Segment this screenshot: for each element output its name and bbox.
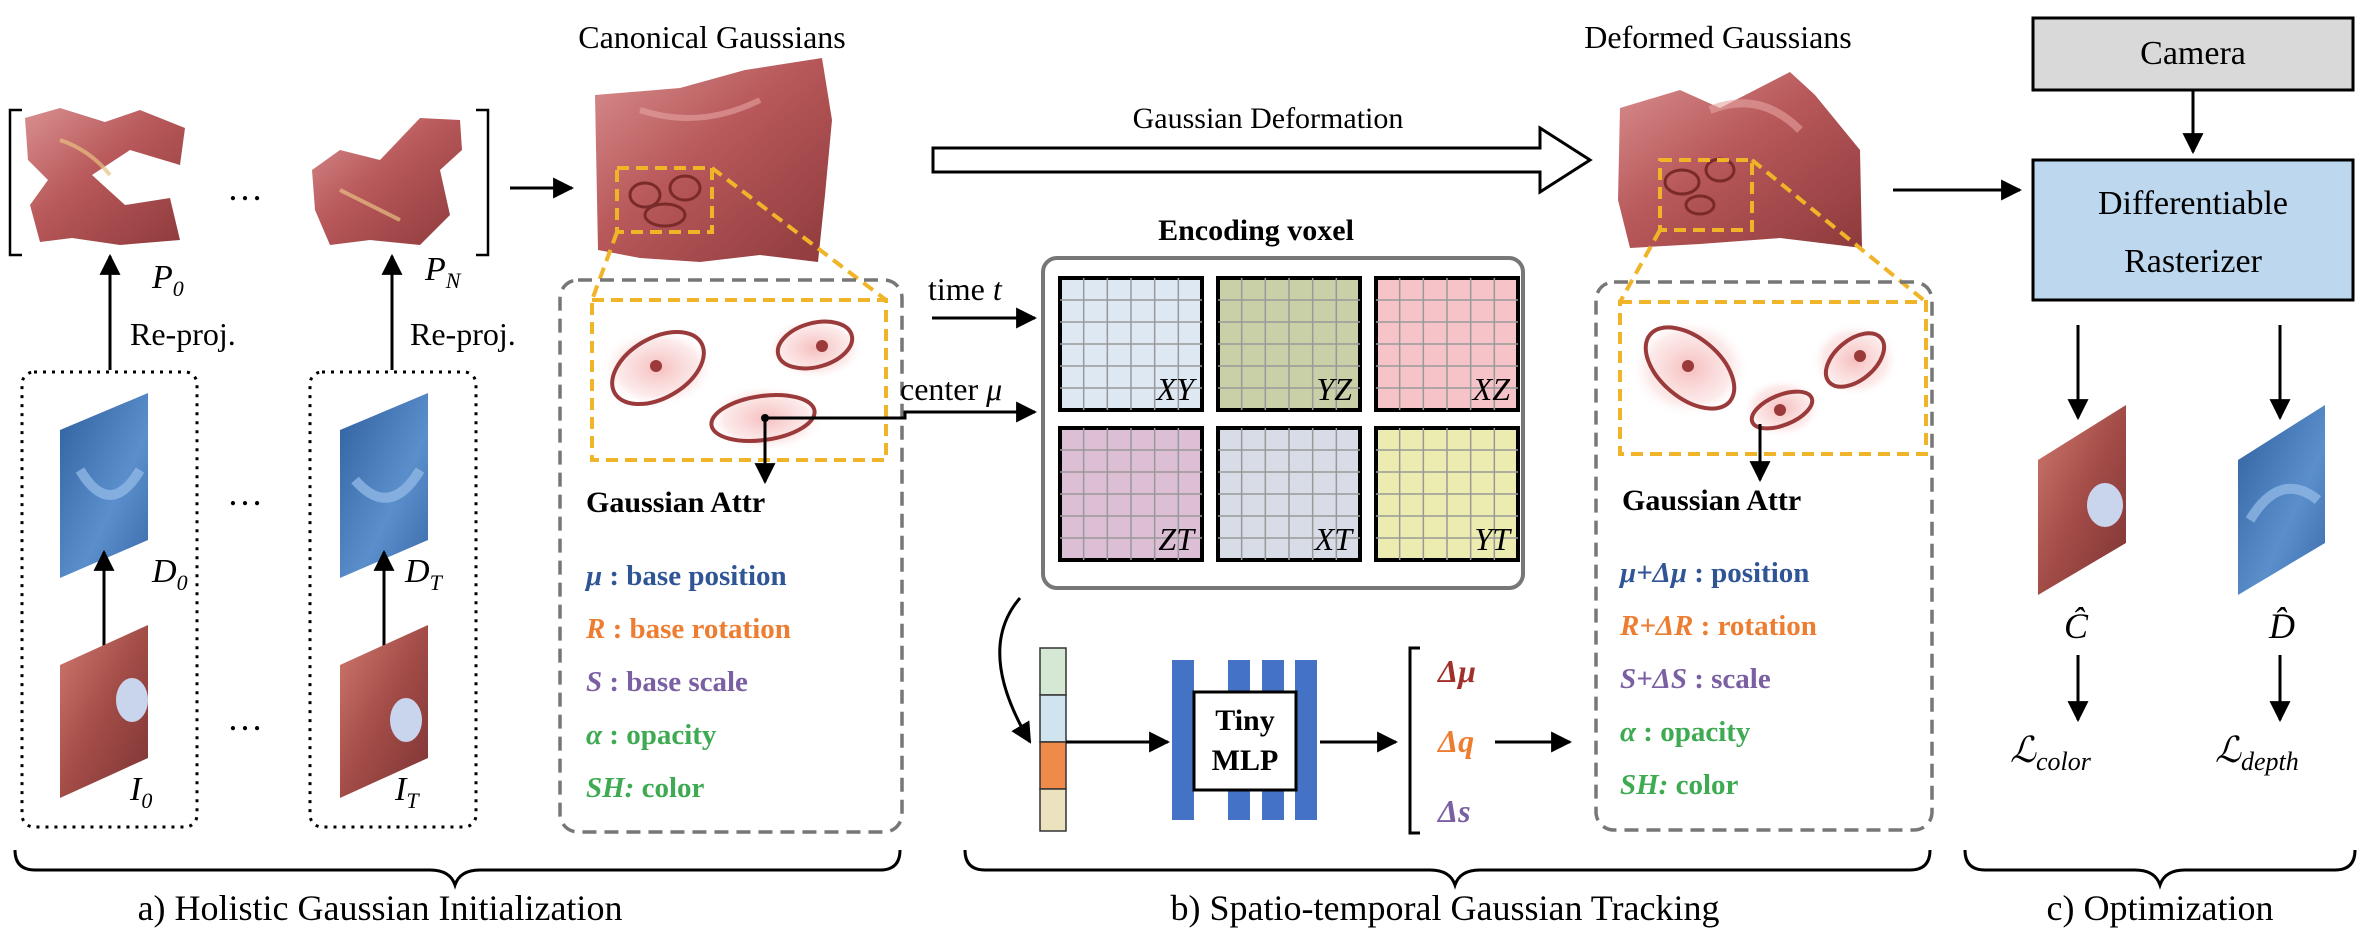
canonical-attr-heading: Gaussian Attr <box>586 486 765 519</box>
deformed-attr-item: S+ΔS : scale <box>1620 663 1771 695</box>
camera-box <box>2031 16 2355 92</box>
canonical-zoom-line-right <box>710 166 888 302</box>
voxel-plane-label: ZT <box>1158 521 1196 557</box>
deformed-attr-item: SH: color <box>1620 769 1739 801</box>
voxel-plane-label: XZ <box>1471 371 1512 407</box>
depth-dt-label: DT <box>404 553 444 595</box>
image-i0-label: I0 <box>129 771 152 813</box>
deformed-zoom-line-left <box>1618 229 1662 303</box>
voxel-plane-yz: YZ <box>1216 276 1362 412</box>
pointcloud-pn-image <box>312 118 462 245</box>
voxel-plane-label: YZ <box>1316 371 1353 407</box>
center-input-label: center μ <box>900 371 1002 407</box>
canonical-attr-item: R : base rotation <box>585 613 791 645</box>
mlp-output-item: Δq <box>1436 723 1474 759</box>
deformed-gaussian-ellipses <box>1630 318 1900 438</box>
arrow-voxel-to-feature <box>998 597 1032 744</box>
ellipsis-images: … <box>227 698 263 738</box>
voxel-plane-label: XT <box>1313 521 1355 557</box>
pointcloud-bracket-left <box>8 108 22 257</box>
voxel-plane-yt: YT <box>1374 426 1520 562</box>
voxel-plane-xt: XT <box>1216 426 1362 562</box>
rendered-depth-image <box>2238 405 2325 595</box>
canonical-attr-item: S : base scale <box>586 666 748 698</box>
reproj-right-label: Re-proj. <box>410 316 516 352</box>
deformed-attr-item: α : opacity <box>1620 716 1751 748</box>
canonical-attr-item: μ : base position <box>584 560 787 592</box>
pointcloud-p0-image <box>25 108 185 245</box>
time-input-label: time t <box>928 271 1003 307</box>
tiny-mlp-line2: MLP <box>1212 744 1279 777</box>
pointcloud-p0-label: P0 <box>151 259 184 301</box>
voxel-plane-xz: XZ <box>1374 276 1520 412</box>
section-b-caption: b) Spatio-temporal Gaussian Tracking <box>1171 888 1720 928</box>
pointcloud-bracket-right <box>476 108 490 257</box>
loss-depth-label: ℒdepth <box>2215 730 2299 776</box>
gaussian-deformation-label: Gaussian Deformation <box>1133 102 1404 135</box>
tiny-mlp-line1: Tiny <box>1215 704 1275 737</box>
feature-vector <box>1039 647 1067 832</box>
canonical-zoom-line-left <box>590 231 619 301</box>
tiny-mlp-block <box>1172 660 1317 820</box>
canonical-gaussians-image <box>595 58 832 262</box>
rasterizer-box <box>2031 158 2355 302</box>
reproj-left-label: Re-proj. <box>130 316 236 352</box>
voxel-plane-label: XY <box>1155 371 1198 407</box>
deformed-attr-heading: Gaussian Attr <box>1622 484 1801 517</box>
deformed-attr-item: R+ΔR : rotation <box>1619 610 1817 642</box>
voxel-planes: XY YZ XZ ZT XT YT <box>1058 276 1520 562</box>
arrow-center-to-voxel <box>765 401 1038 423</box>
rendered-depth-label: D̂ <box>2268 606 2295 646</box>
rasterizer-label-line1: Differentiable <box>2098 185 2288 222</box>
mlp-output-item: Δs <box>1436 793 1471 829</box>
deformed-gaussians-title: Deformed Gaussians <box>1584 19 1851 55</box>
canonical-attr-list: μ : base position R : base rotation S : ba… <box>584 560 791 804</box>
section-a-brace <box>13 849 902 890</box>
section-c-caption: c) Optimization <box>2047 888 2274 928</box>
deformed-attr-box <box>1594 280 1934 832</box>
depth-map-d0 <box>60 393 148 578</box>
voxel-plane-zt: ZT <box>1058 426 1204 562</box>
gaussian-deformation-arrow <box>931 125 1593 195</box>
canonical-attr-item: SH: color <box>586 772 705 804</box>
voxel-plane-xy: XY <box>1058 276 1204 412</box>
mlp-output-item: Δμ <box>1436 653 1476 689</box>
deformed-attr-item: μ+Δμ : position <box>1618 557 1809 589</box>
image-it-label: IT <box>394 771 420 813</box>
camera-label: Camera <box>2140 35 2246 72</box>
encoding-voxel-title: Encoding voxel <box>1158 214 1354 247</box>
section-a-caption: a) Holistic Gaussian Initialization <box>138 888 623 928</box>
ellipsis-depth: … <box>227 473 263 513</box>
deformed-zoom-source-box <box>1658 158 1754 232</box>
loss-color-label: ℒcolor <box>2010 730 2092 776</box>
canonical-zoom-source-box <box>615 166 714 234</box>
section-c-brace <box>1963 849 2357 890</box>
ellipsis-pointclouds: … <box>227 168 263 208</box>
image-i0 <box>60 625 148 798</box>
image-it <box>340 625 428 798</box>
depth-map-dt <box>340 393 428 578</box>
rendered-color-image <box>2038 405 2126 595</box>
rasterizer-label-line2: Rasterizer <box>2124 243 2262 280</box>
canonical-gaussians-title: Canonical Gaussians <box>578 19 846 55</box>
rendered-color-label: Ĉ <box>2064 606 2089 646</box>
frames-box-left <box>20 370 199 829</box>
canonical-attr-item: α : opacity <box>586 719 717 751</box>
section-b-brace <box>963 849 1932 890</box>
outputs-bracket <box>1408 646 1420 835</box>
voxel-plane-label: YT <box>1474 521 1512 557</box>
pointcloud-pn-label: PN <box>424 251 462 293</box>
depth-d0-label: D0 <box>151 553 188 595</box>
